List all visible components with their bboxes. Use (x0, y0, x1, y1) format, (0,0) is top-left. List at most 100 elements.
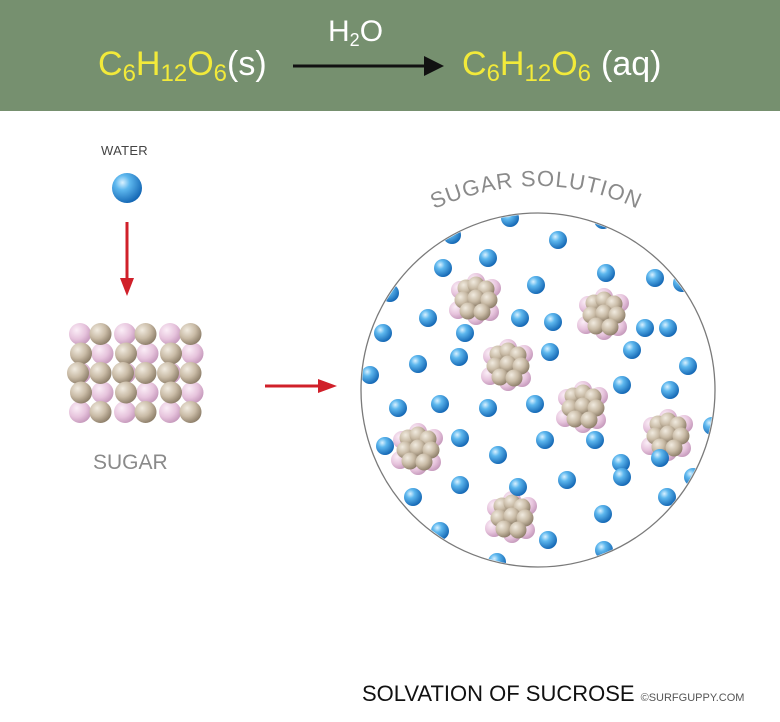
water-molecule (501, 214, 519, 227)
sucrose-sphere (134, 323, 157, 345)
water-molecule (479, 399, 497, 417)
water-molecule (489, 446, 507, 464)
sucrose-sphere (69, 401, 91, 423)
sucrose-sphere (89, 362, 112, 384)
sugar-solution-label-path: SUGAR SOLUTION (426, 166, 645, 214)
water-molecule (451, 476, 469, 494)
water-molecule-icon (112, 173, 142, 203)
sucrose-sphere (665, 439, 683, 457)
water-molecule (374, 324, 392, 342)
oxygen-count: 6 (213, 60, 227, 87)
sucrose-sphere (159, 401, 181, 423)
solvent-formula: H2O (328, 14, 383, 53)
sucrose-sphere (179, 401, 202, 423)
water-molecule (586, 431, 604, 449)
sucrose-sphere (69, 323, 91, 345)
dissolved-sucrose-cluster (485, 491, 537, 543)
product-state: (aq) (601, 45, 662, 83)
sucrose-sphere (495, 520, 513, 538)
sucrose-sphere (179, 323, 202, 345)
water-molecule (651, 449, 669, 467)
equation-banner (0, 0, 780, 111)
sucrose-sphere (115, 342, 137, 365)
water-molecule (450, 348, 468, 366)
sucrose-sphere (134, 362, 157, 384)
water-molecule (597, 264, 615, 282)
water-molecule (419, 309, 437, 327)
sucrose-sphere (601, 318, 619, 336)
sucrose-sphere (179, 362, 202, 384)
water-label: WATER (101, 143, 148, 158)
sucrose-sphere (409, 439, 427, 457)
reaction-arrow-head (424, 56, 444, 76)
sucrose-sphere (114, 401, 136, 423)
sucrose-sphere (160, 342, 182, 365)
sucrose-sphere (115, 381, 137, 404)
water-molecule (536, 431, 554, 449)
water-molecule (511, 309, 529, 327)
diagram-title-text: SOLVATION OF SUCROSE (362, 681, 635, 706)
product-hydrogen-count: 12 (524, 60, 552, 87)
water-molecule (451, 429, 469, 447)
sucrose-sphere (505, 369, 523, 387)
water-molecule (613, 468, 631, 486)
sucrose-sphere (181, 342, 204, 365)
oxygen-symbol: O (187, 45, 214, 83)
sucrose-sphere (70, 342, 92, 365)
water-molecule (558, 471, 576, 489)
diagram-title: SOLVATION OF SUCROSE ©SURFGUPPY.COM (362, 681, 744, 707)
sucrose-sphere (499, 355, 517, 373)
solution-contents (362, 214, 714, 566)
water-molecule (376, 437, 394, 455)
sucrose-sphere (580, 411, 598, 429)
dissolved-sucrose-cluster (391, 423, 443, 475)
dissolve-arrow-head (318, 379, 337, 393)
copyright-credit: ©SURFGUPPY.COM (640, 692, 745, 704)
water-down-arrow-head (120, 278, 134, 296)
water-molecule (431, 395, 449, 413)
sucrose-sphere (159, 323, 181, 345)
sucrose-sphere (509, 521, 527, 539)
sucrose-sphere (136, 381, 159, 404)
reactant-state: (s) (227, 45, 267, 83)
water-molecule (479, 249, 497, 267)
water-molecule (679, 357, 697, 375)
water-molecule (362, 366, 379, 384)
sucrose-sphere (415, 453, 433, 471)
sucrose-sphere (114, 323, 136, 345)
dissolved-sucrose-cluster (556, 381, 608, 433)
water-molecule (409, 355, 427, 373)
water-molecule (594, 505, 612, 523)
dissolved-sucrose-cluster (577, 288, 629, 340)
product-hydrogen: H (499, 45, 525, 83)
product-formula: C6H12O6(aq) (462, 38, 661, 94)
sucrose-sphere (134, 401, 157, 423)
water-molecule (673, 274, 691, 292)
sucrose-sphere (136, 342, 159, 365)
water-molecule (646, 269, 664, 287)
water-molecule (527, 276, 545, 294)
solvent-hydrogen-count: 2 (349, 30, 360, 50)
carbon-symbol: C (98, 45, 123, 83)
water-molecule (434, 259, 452, 277)
water-molecule (389, 399, 407, 417)
sucrose-sphere (574, 397, 592, 415)
carbon-count: 6 (122, 60, 136, 87)
water-molecule (636, 319, 654, 337)
solvent-hydrogen: H (328, 15, 350, 48)
sugar-solution-label: SUGAR SOLUTION (426, 166, 646, 214)
water-molecule (661, 381, 679, 399)
sucrose-sphere (67, 362, 89, 384)
sucrose-sphere (459, 302, 477, 320)
water-molecule (404, 488, 422, 506)
sucrose-sphere (473, 303, 491, 321)
water-molecule (613, 376, 631, 394)
dissolved-sucrose-cluster (641, 409, 693, 461)
dissolved-sucrose-cluster (449, 273, 501, 325)
sucrose-sphere (401, 452, 419, 470)
water-molecule (544, 313, 562, 331)
sucrose-sphere (157, 362, 179, 384)
water-molecule (658, 488, 676, 506)
water-molecule (623, 341, 641, 359)
